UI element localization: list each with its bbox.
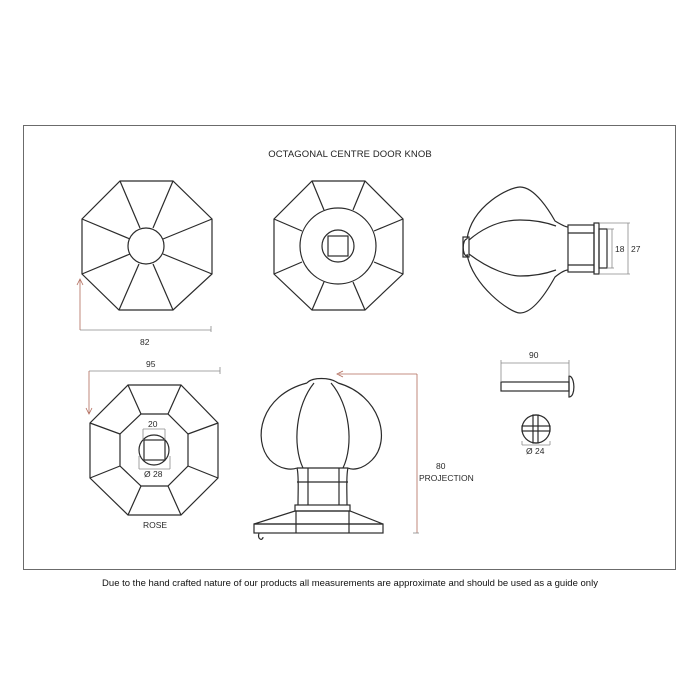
- rose-view-octagon: [89, 384, 219, 516]
- rose-diameter-label: Ø 28: [144, 469, 163, 479]
- front-width-dimension: [76, 278, 212, 332]
- drawing-frame: [23, 125, 676, 570]
- side-outer-dimension-label: 27: [631, 244, 641, 254]
- rose-arrow: [85, 371, 93, 415]
- spindle-dimensions: [500, 360, 570, 446]
- front-width-label: 82: [140, 337, 150, 347]
- side-dimensions: [599, 222, 630, 275]
- side-inner-dimension-label: 18: [615, 244, 625, 254]
- projection-value-label: 80: [436, 461, 446, 471]
- disclaimer-text: Due to the hand crafted nature of our pr…: [102, 578, 598, 589]
- spindle-view: [500, 375, 575, 444]
- rose-caption: ROSE: [143, 520, 168, 530]
- rose-dimensions: [89, 367, 221, 470]
- projection-dimension: [336, 370, 419, 534]
- front-view-octagon: [81, 180, 213, 311]
- elevation-view-knob: [253, 377, 384, 540]
- rose-width-label: 95: [146, 359, 156, 369]
- projection-label: PROJECTION: [419, 473, 474, 483]
- drawing-title: OCTAGONAL CENTRE DOOR KNOB: [268, 149, 432, 160]
- spindle-diameter-label: Ø 24: [526, 446, 545, 456]
- back-view-octagon: [273, 180, 404, 311]
- spindle-length-label: 90: [529, 350, 539, 360]
- side-view-knob: [462, 186, 608, 314]
- rose-square-label: 20: [148, 419, 158, 429]
